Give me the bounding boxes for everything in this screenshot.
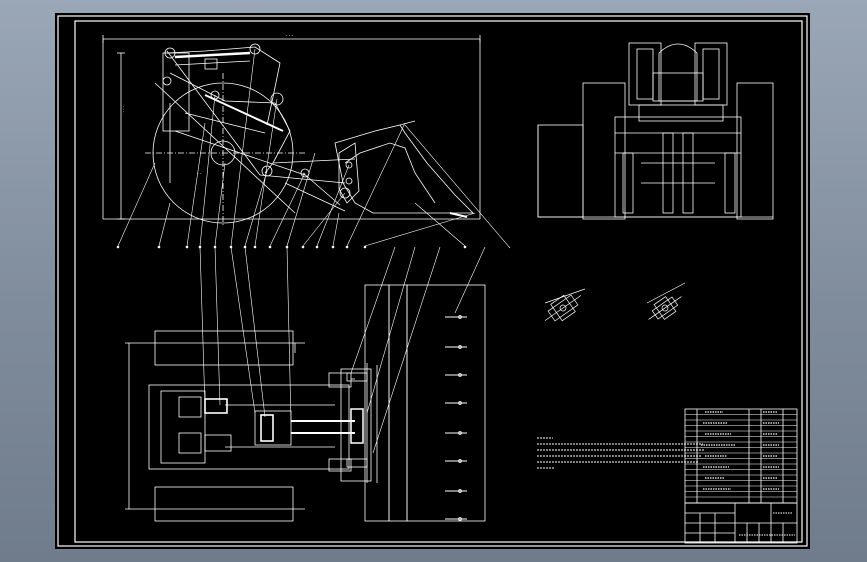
bom-text-placeholders	[701, 411, 779, 490]
drawing-canvas: ---	[57, 15, 808, 547]
left-boom-front	[628, 42, 662, 106]
svg-text:--: --	[197, 171, 202, 176]
drawing-sheet[interactable]: ---	[55, 13, 810, 549]
detail-view-b	[648, 296, 682, 320]
front-axle-body	[614, 116, 742, 218]
lift-cylinder	[174, 51, 251, 59]
frame-plan	[148, 384, 350, 470]
lower-wheel-plan	[154, 486, 294, 522]
detail-view-a	[544, 294, 582, 322]
bom-table	[684, 408, 798, 544]
boom-arm	[166, 46, 281, 126]
plan-view	[125, 246, 486, 522]
callout-leaders	[117, 48, 511, 249]
bucket-plan	[406, 284, 486, 522]
detail-views	[544, 282, 686, 322]
bucket-mount-plan	[340, 368, 372, 482]
hydraulic-pump	[254, 410, 292, 446]
bucket-mount	[338, 142, 360, 204]
side-view: ---	[102, 33, 511, 249]
pivot-pin	[164, 47, 176, 59]
front-view	[537, 42, 774, 220]
rocker-arm	[169, 72, 291, 174]
upper-wheel-plan	[154, 330, 294, 366]
cylinder-housing	[658, 43, 698, 102]
callout-markers	[116, 245, 467, 249]
right-boom-front	[694, 42, 728, 106]
tilt-cylinder	[204, 94, 284, 132]
title-block	[684, 408, 798, 544]
bom-rows	[685, 414, 797, 498]
drawing-frame	[74, 20, 803, 543]
svg-text:---: ---	[121, 106, 126, 113]
sheet-border	[57, 15, 808, 547]
dimension-text: ---	[285, 33, 294, 39]
left-wheel	[582, 82, 626, 220]
bucket	[334, 124, 474, 214]
technical-notes	[537, 437, 705, 469]
bucket-teeth	[445, 315, 467, 521]
right-wheel	[736, 82, 774, 220]
